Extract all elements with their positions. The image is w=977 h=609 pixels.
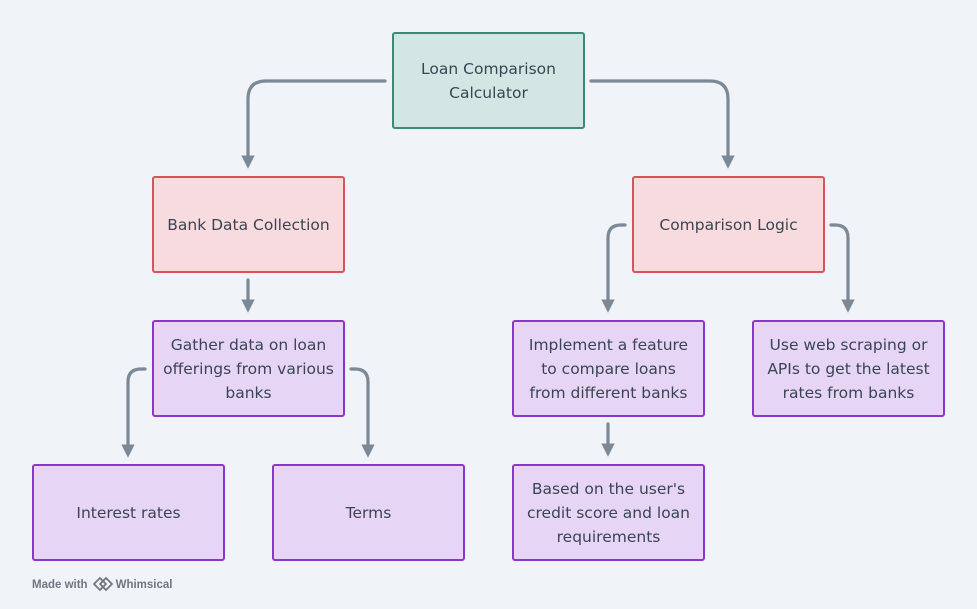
root-node-label: Loan Comparison Calculator [421,59,556,102]
implement-feature-label: Implement a feature to compare loans fro… [528,335,689,402]
terms-node[interactable]: Terms [272,464,465,561]
connector-comparison-to-scraping [829,223,855,313]
connector-root-to-bank-data [241,79,387,169]
connector-root-to-comparison-logic [589,79,735,169]
web-scraping-label: Use web scraping or APIs to get the late… [767,335,930,402]
gather-data-node[interactable]: Gather data on loan offerings from vario… [152,320,345,417]
connector-gather-to-interest [121,367,147,458]
web-scraping-node[interactable]: Use web scraping or APIs to get the late… [752,320,945,417]
bank-data-collection-label: Bank Data Collection [167,215,330,234]
whimsical-brand-text: Whimsical [115,579,173,591]
credit-score-node[interactable]: Based on the user's credit score and loa… [512,464,705,561]
interest-rates-node[interactable]: Interest rates [32,464,225,561]
credit-score-label: Based on the user's credit score and loa… [526,479,690,546]
whimsical-watermark[interactable]: Made with Whimsical [32,576,172,594]
root-node[interactable]: Loan Comparison Calculator [392,32,585,129]
implement-feature-node[interactable]: Implement a feature to compare loans fro… [512,320,705,417]
terms-label: Terms [345,503,392,522]
connector-gather-to-terms [349,367,375,458]
made-with-text: Made with [32,579,88,591]
gather-data-label: Gather data on loan offerings from vario… [163,335,334,402]
interest-rates-label: Interest rates [76,503,181,522]
comparison-logic-label: Comparison Logic [659,215,798,234]
connector-comparison-to-implement [601,223,627,313]
whimsical-logo-icon [92,576,113,594]
comparison-logic-node[interactable]: Comparison Logic [632,176,825,273]
bank-data-collection-node[interactable]: Bank Data Collection [152,176,345,273]
